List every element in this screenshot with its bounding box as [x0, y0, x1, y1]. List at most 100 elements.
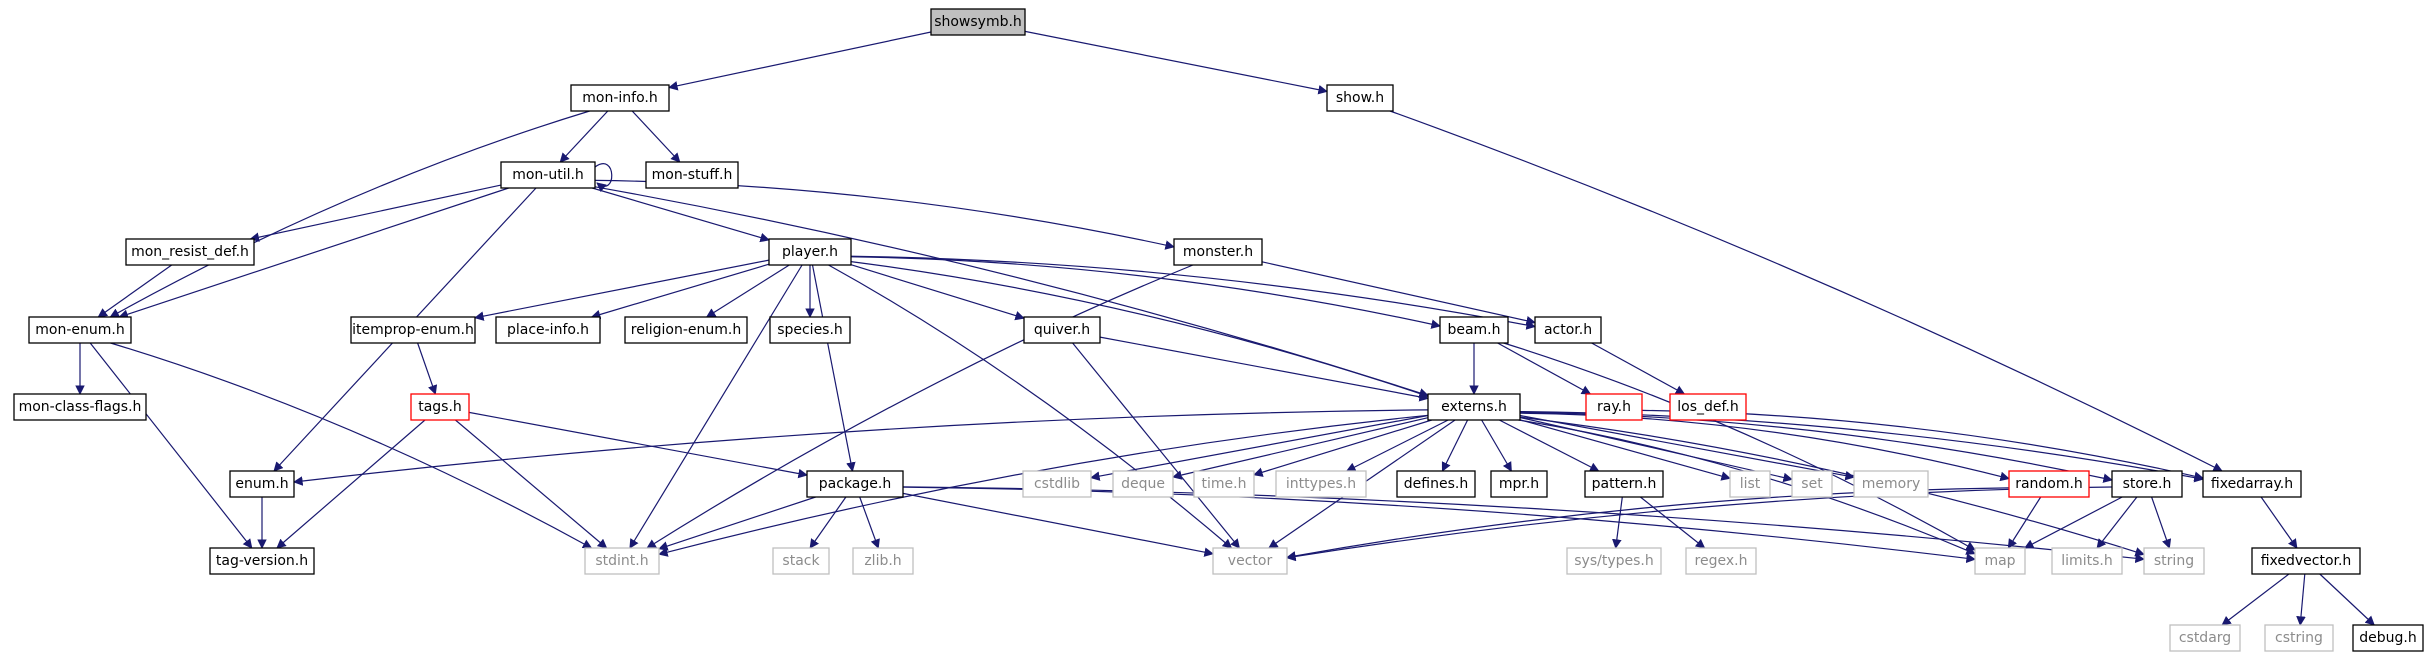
node-monstuff[interactable]: mon-stuff.h [645, 161, 739, 189]
edge-externs-to-stdint [658, 414, 1429, 557]
node-box [209, 547, 315, 575]
node-actor[interactable]: actor.h [1534, 316, 1602, 344]
edge-player-to-religion [705, 264, 790, 318]
edge-moninfo-to-monstuff [631, 110, 681, 163]
node-limits: limits.h [2051, 547, 2123, 575]
node-label: mon_resist_def.h [131, 244, 249, 260]
node-fixedarray[interactable]: fixedarray.h [2202, 470, 2302, 498]
node-box [1193, 470, 1255, 498]
node-label: set [1801, 476, 1823, 492]
node-regex: regex.h [1685, 547, 1757, 575]
node-box [1585, 393, 1643, 421]
node-religion[interactable]: religion-enum.h [624, 316, 748, 344]
node-placeinfo[interactable]: place-info.h [495, 316, 601, 344]
node-label: inttypes.h [1286, 476, 1356, 492]
edge-store-to-limits [2096, 496, 2138, 549]
node-box [624, 316, 748, 344]
edge-monster-to-actor [1261, 261, 1536, 326]
node-pattern[interactable]: pattern.h [1584, 470, 1664, 498]
node-monresist[interactable]: mon_resist_def.h [125, 238, 255, 266]
edge-player-to-beam [850, 256, 1441, 329]
edge-package-to-vector [902, 492, 1214, 557]
edge-pattern-to-systypes [1612, 496, 1623, 549]
node-systypes: sys/types.h [1566, 547, 1662, 575]
node-package[interactable]: package.h [806, 470, 904, 498]
node-species[interactable]: species.h [769, 316, 851, 344]
edge-package-to-stack [809, 496, 847, 549]
node-set: set [1791, 470, 1833, 498]
node-monenum[interactable]: mon-enum.h [28, 316, 132, 344]
node-itemprop[interactable]: itemprop-enum.h [350, 316, 476, 344]
node-box [1534, 316, 1602, 344]
edge-player-to-vector [828, 264, 1233, 549]
node-label: showsymb.h [934, 14, 1022, 30]
node-tags[interactable]: tags.h [410, 393, 470, 421]
node-monster[interactable]: monster.h [1173, 238, 1263, 266]
node-box [1173, 238, 1263, 266]
node-label: externs.h [1441, 399, 1507, 415]
node-enum[interactable]: enum.h [229, 470, 295, 498]
node-label: vector [1228, 553, 1273, 569]
node-box [410, 393, 470, 421]
edge-showsymb-to-show [1024, 30, 1328, 95]
node-label: quiver.h [1034, 322, 1090, 338]
edge-showsymb-to-moninfo [668, 31, 932, 91]
node-box [1275, 470, 1367, 498]
node-box [1023, 316, 1101, 344]
node-moninfo[interactable]: mon-info.h [570, 84, 670, 112]
node-box [930, 8, 1026, 36]
node-label: ray.h [1597, 399, 1631, 415]
edge-fixedvector-to-debug [2319, 573, 2375, 626]
node-showsymb[interactable]: showsymb.h [930, 8, 1026, 36]
edge-monenum-to-stdint [110, 342, 593, 549]
node-box [2008, 470, 2090, 498]
edge-quiver-to-vector [1072, 342, 1241, 549]
edge-package-to-stdint [658, 496, 816, 551]
node-beam[interactable]: beam.h [1439, 316, 1509, 344]
node-box [1396, 470, 1476, 498]
node-ray[interactable]: ray.h [1585, 393, 1643, 421]
node-label: enum.h [235, 476, 288, 492]
node-box [2251, 547, 2361, 575]
node-defines[interactable]: defines.h [1396, 470, 1476, 498]
edge-externs-to-mpr [1481, 419, 1512, 472]
node-fixedvector[interactable]: fixedvector.h [2251, 547, 2361, 575]
node-box [1685, 547, 1757, 575]
node-box [768, 238, 852, 266]
node-debug[interactable]: debug.h [2352, 624, 2424, 652]
node-store[interactable]: store.h [2111, 470, 2183, 498]
node-map: map [1974, 547, 2026, 575]
edge-player-to-actor [850, 255, 1536, 330]
edge-beam-to-ray [1497, 342, 1592, 395]
node-box [1791, 470, 1833, 498]
node-losdef[interactable]: los_def.h [1669, 393, 1747, 421]
node-cstdarg: cstdarg [2169, 624, 2241, 652]
node-box [229, 470, 295, 498]
node-mpr[interactable]: mpr.h [1490, 470, 1548, 498]
edge-store-to-map [2023, 496, 2123, 549]
node-memory: memory [1853, 470, 1929, 498]
node-deque: deque [1112, 470, 1174, 498]
node-cstring: cstring [2264, 624, 2334, 652]
node-label: time.h [1202, 476, 1247, 492]
edge-monresist-to-monenum [97, 264, 173, 318]
edge-itemprop-to-tags [417, 342, 438, 395]
edge-player-to-stdint [629, 264, 803, 549]
node-quiver[interactable]: quiver.h [1023, 316, 1101, 344]
edge-actor-to-losdef [1591, 342, 1686, 395]
node-monutil[interactable]: mon-util.h [500, 161, 596, 189]
node-player[interactable]: player.h [768, 238, 852, 266]
edge-moninfo-to-monutil [559, 110, 609, 163]
node-box [2352, 624, 2424, 652]
node-tagversion[interactable]: tag-version.h [209, 547, 315, 575]
node-box [1974, 547, 2026, 575]
node-label: beam.h [1447, 322, 1500, 338]
node-random[interactable]: random.h [2008, 470, 2090, 498]
node-externs[interactable]: externs.h [1427, 393, 1521, 421]
node-show[interactable]: show.h [1326, 84, 1394, 112]
edge-fixedarray-to-fixedvector [2260, 496, 2298, 549]
node-monclass[interactable]: mon-class-flags.h [13, 393, 147, 421]
edge-package-to-map [902, 486, 1976, 564]
edge-externs-to-memory [1519, 414, 1855, 481]
node-vector: vector [1212, 547, 1288, 575]
